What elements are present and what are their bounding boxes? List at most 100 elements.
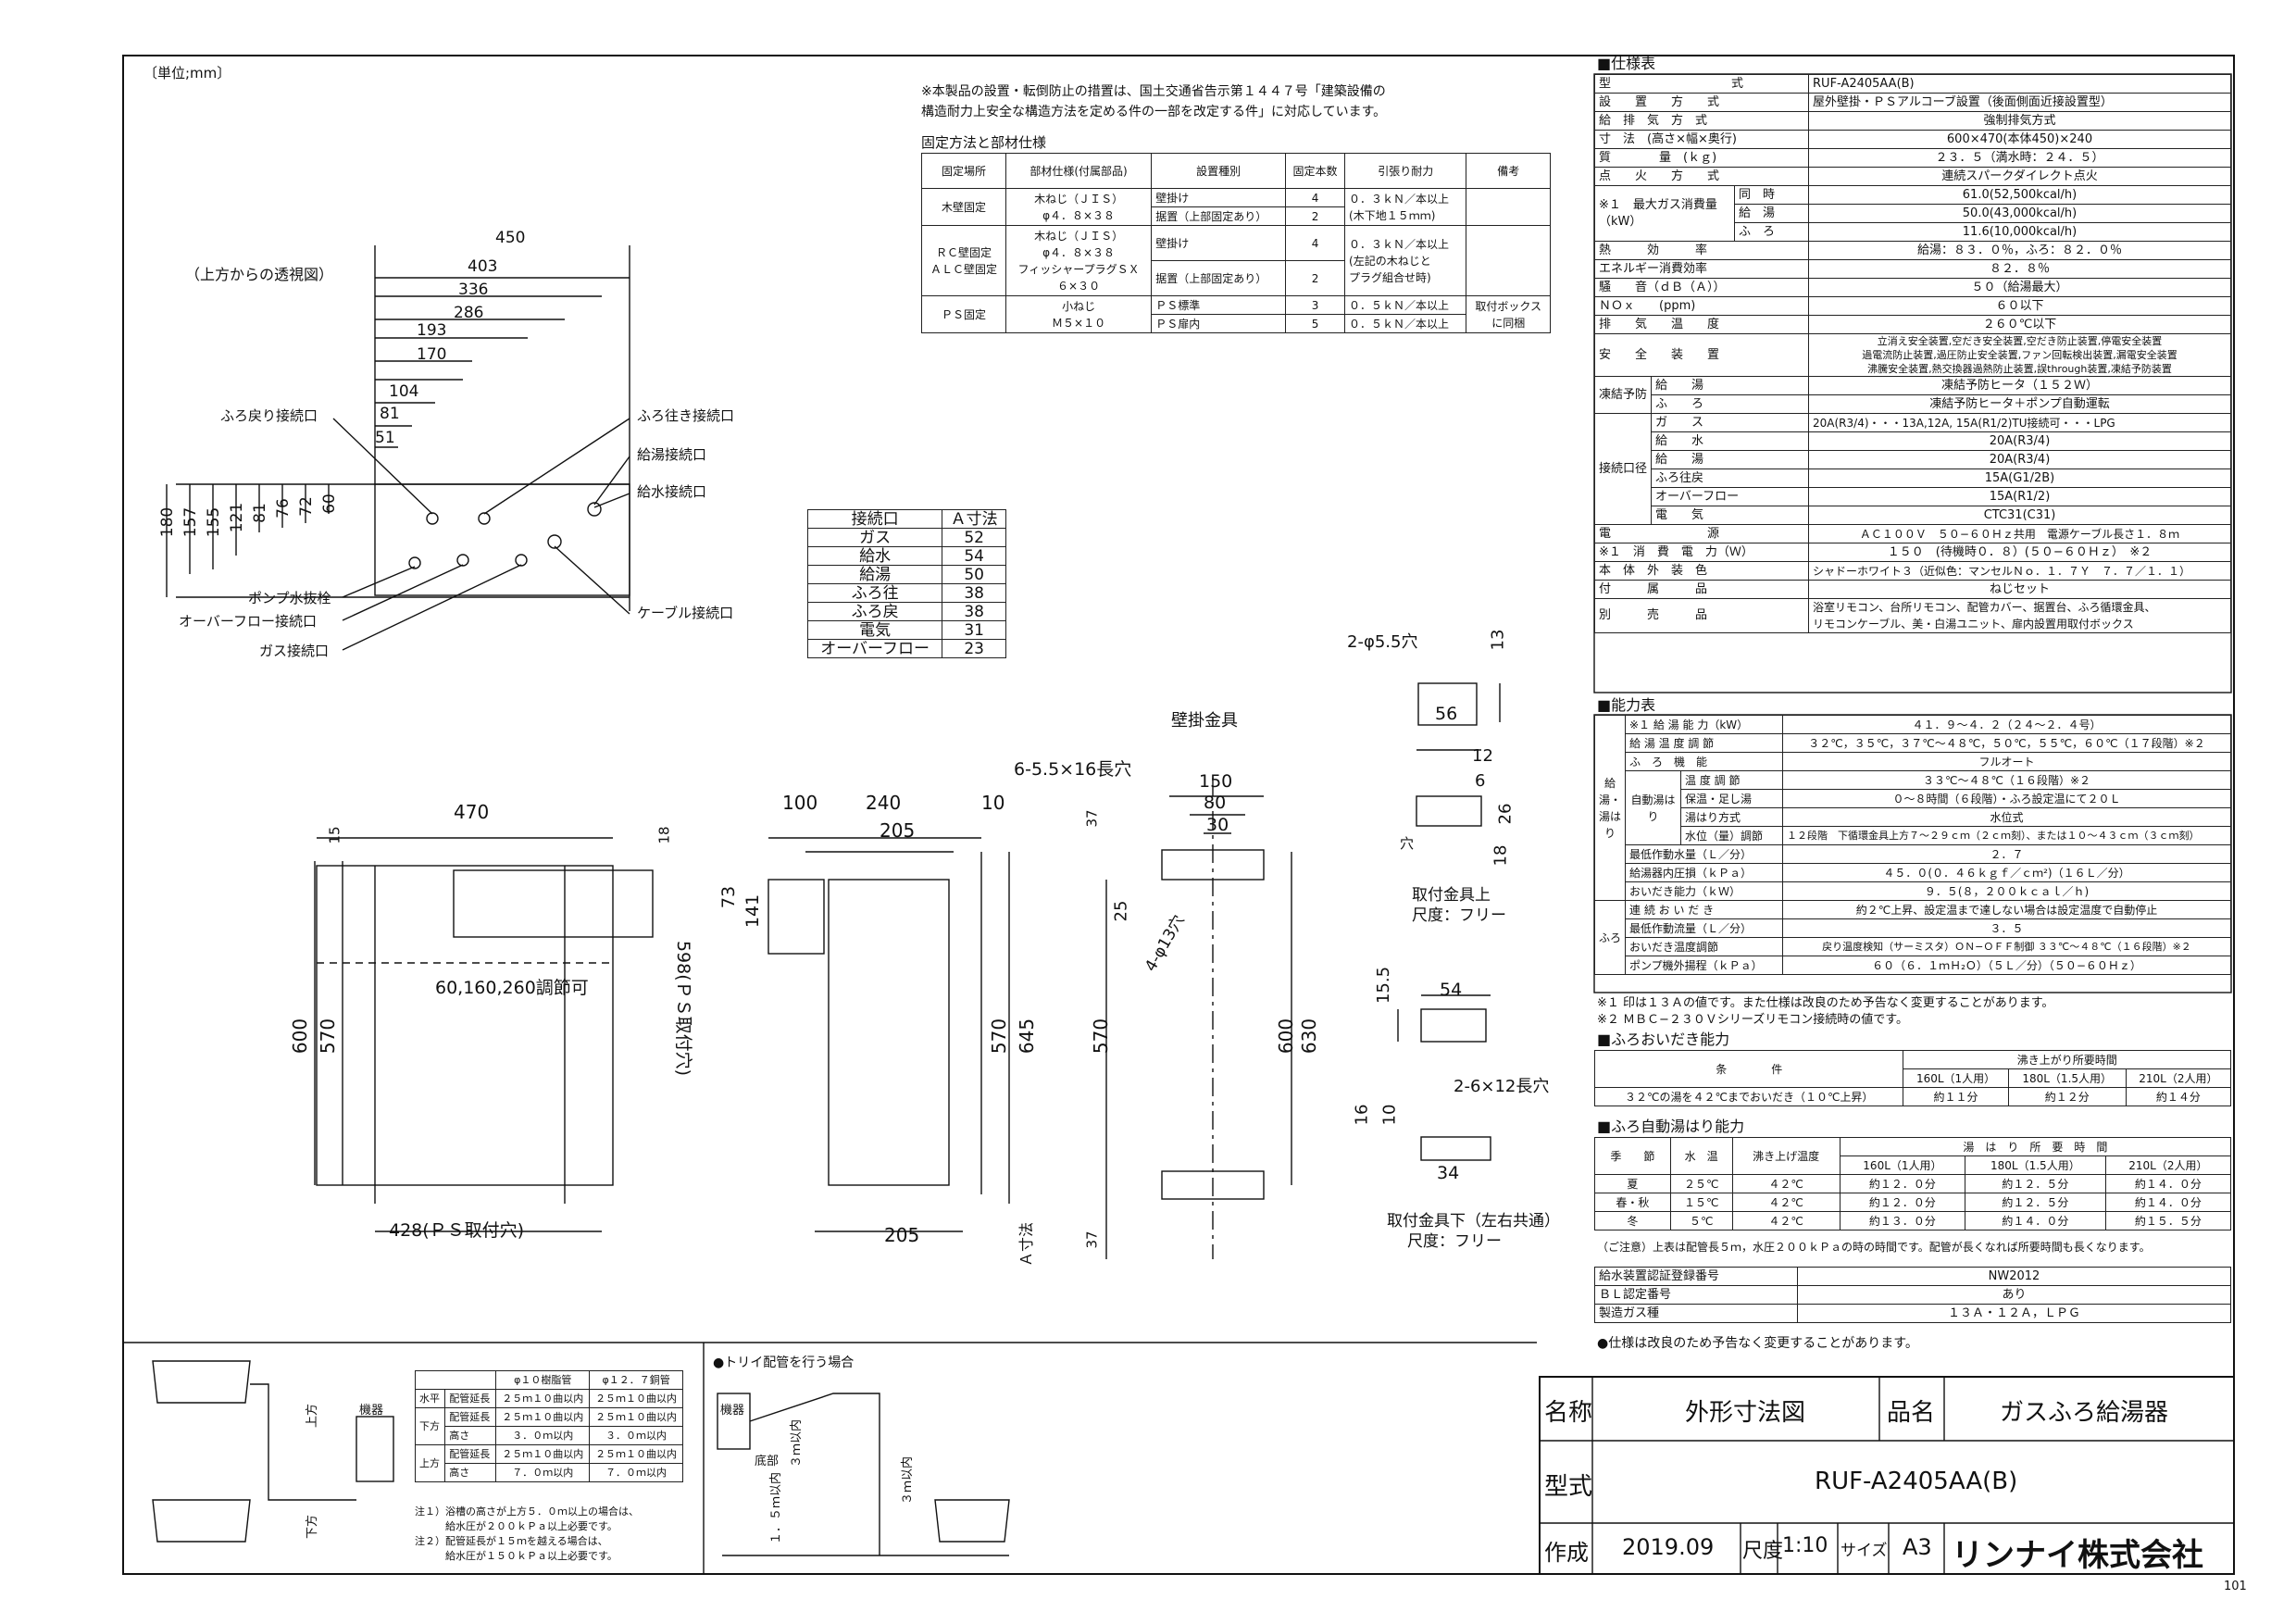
yuhari-cell: 約１４．０分 [2104,1193,2232,1212]
fix-type: ＰＳ標準 [1151,295,1287,315]
fix-pull-line: プラグ組合せ時) [1349,270,1431,284]
label-furo-go: ふろ往き接続口 [637,407,735,424]
fix-type: 据置（上部固定あり） [1151,206,1287,226]
piping-head: φ１２．７銅管 [589,1370,683,1390]
spec-val: １５０ (待機時０．８）(５０−６０Ｈｚ） ※２ [1808,543,2231,562]
spec-val: 連続スパークダイレクト点火 [1808,167,2231,186]
conn-name: オーバーフロー [806,639,943,658]
notice: ※本製品の設置・転倒防止の措置は、国土交通省告示第１４４７号「建築設備の 構造耐… [921,81,1386,122]
fix-place: ＰＳ固定 [921,295,1006,333]
top-dim-121: 121 [228,502,247,533]
title-name-label: 名称 [1544,1399,1593,1427]
trap-h3: ３ｍ以内 [901,1455,916,1505]
piping-cell: ２５ｍ１０曲以内 [495,1389,591,1408]
trap-unit: 機器 [720,1404,745,1418]
fix-count: 4 [1285,188,1346,207]
dim-text-top: 104 [389,382,418,401]
yuhari-cell: ２５℃ [1669,1174,1733,1193]
label-cable: ケーブル接続口 [637,605,734,621]
dim-text-top: 170 [417,345,446,364]
fix-count: 5 [1285,314,1346,333]
title-model-label: 型式 [1544,1473,1593,1501]
yuhari-cell: １５℃ [1669,1193,1733,1212]
dim-text-top: 403 [468,257,497,276]
perf-key: ふ ろ 機 能 [1625,752,1783,771]
fix-count: 4 [1285,225,1346,261]
piping-cell: ２５ｍ１０曲以内 [589,1444,683,1464]
perf-key: ポンプ機外揚程（ｋＰａ） [1625,956,1783,975]
front-dim-15: 15 [326,826,343,844]
fix-note-line: 取付ボックス [1475,299,1542,313]
perf-auto-label: 自動湯はり [1625,770,1681,845]
perf-auto-key: 水位（量）調節 [1680,826,1783,845]
oidaki-col: 180L（1.5人用） [2007,1068,2127,1088]
label-hot-water: 給湯接続口 [637,446,707,463]
conn-value: 31 [942,620,1006,640]
conn-head: 接続口 [806,509,943,529]
dim-text-top: 81 [380,405,400,423]
piping-cell: ３．０ｍ以内 [589,1426,683,1445]
perf-auto-val: 水位式 [1782,807,2231,827]
piping-cell: ２５ｍ１０曲以内 [589,1407,683,1427]
spec-port-val: 20A(R3/4) [1808,431,2231,451]
oidaki-col: 210L（2人用） [2125,1068,2232,1088]
spec-extra-line: リモコンケーブル、美・白湯ユニット、扉内設置用取付ボックス [1813,618,2134,631]
perf-auto-val: ０〜８時間（６段階）・ふろ設定温にて２０Ｌ [1782,789,2231,808]
yuhari-cell: 約１２．０分 [1839,1193,1966,1212]
fix-pull: ０．３ｋＮ／本以上(左記の木ねじとプラグ組合せ時) [1344,225,1467,296]
yuhari-cell: 約１５．５分 [2104,1211,2232,1230]
upper-dim-18: 18 [1491,844,1511,867]
fix-title: 固定方法と部材仕様 [921,134,1047,151]
cert-val: NW2012 [1797,1267,2231,1286]
bracket-dim-80: 80 [1204,793,1227,813]
spec-val: ６０以下 [1808,296,2231,316]
side-dim-100: 100 [782,792,818,814]
spec-gas-label: ※１ 最大ガス消費量（kW） [1593,185,1736,242]
piping-cell: 高さ [444,1426,497,1445]
top-dim-157: 157 [181,506,201,538]
conn-value: 38 [942,583,1006,603]
fix-head: 固定場所 [921,153,1006,189]
fix-table: 固定場所 部材仕様(付属部品) 設置種別 固定本数 引張り耐力 備考 木壁固定 … [921,153,1551,333]
piping-cell: 配管延長 [444,1444,497,1464]
spec-gas-key: 給 湯 [1734,204,1810,223]
perf-table: 給湯・湯はり※１ 給 湯 能 力（kW）４１．９〜４．２（２４〜２．４号） 給 … [1594,715,2231,975]
perf-auto-key: 温 度 調 節 [1680,770,1783,790]
spec-port-key: ふろ往戻 [1651,468,1810,488]
side-dim-73: 73 [718,885,740,909]
cert-key: 給水装置認証登録番号 [1594,1267,1798,1286]
perf-val: ２．７ [1782,844,2231,864]
yuhari-col: 160L（1人用） [1839,1156,1966,1175]
spec-key: 点 火 方 式 [1593,167,1810,186]
perf-key: おいだき温度調節 [1625,937,1783,956]
oidaki-table: 条 件沸き上がり所要時間 160L（1人用）180L（1.5人用）210L（2人… [1593,1050,2232,1106]
yuhari-cell: 約１２．０分 [1839,1174,1966,1193]
oidaki-col: 160L（1人用） [1903,1068,2009,1088]
label-cold-water: 給水接続口 [637,483,707,500]
spec-val: ２６０℃以下 [1808,315,2231,334]
spec-port-val: 15A(G1/2B) [1808,468,2231,488]
fix-place-line: ＲＣ壁固定 [935,245,992,259]
spec-val: RUF-A2405AA(B) [1808,74,2231,94]
fix-note [1466,188,1551,226]
fix-count: 2 [1285,260,1346,296]
spec-key: 型 式 [1593,74,1810,94]
trap-h1: １．５ｍ以内 [769,1471,784,1545]
perf-auto-key: 湯はり方式 [1680,807,1783,827]
spec-key: 電 源 [1593,524,1810,543]
page-number: 101 [2224,1580,2247,1593]
piping-up: 上方 [306,1403,320,1429]
spec-val: シャドーホワイト３（近似色：マンセルＮｏ．１．７Ｙ ７．７／１．１） [1808,561,2231,581]
upper-scale: 尺度：フリー [1412,906,1506,925]
fix-note-line: に同梱 [1491,316,1526,330]
spec-port-label: 接続口径 [1593,413,1653,525]
bracket-hole: 6-5.5×16長穴 [1014,759,1132,780]
yuhari-head: 季 節 [1594,1137,1671,1175]
conn-name: 給水 [806,546,943,566]
fix-pull-line: (木下地１５ｍｍ) [1349,208,1436,222]
top-dim-76: 76 [273,498,293,518]
